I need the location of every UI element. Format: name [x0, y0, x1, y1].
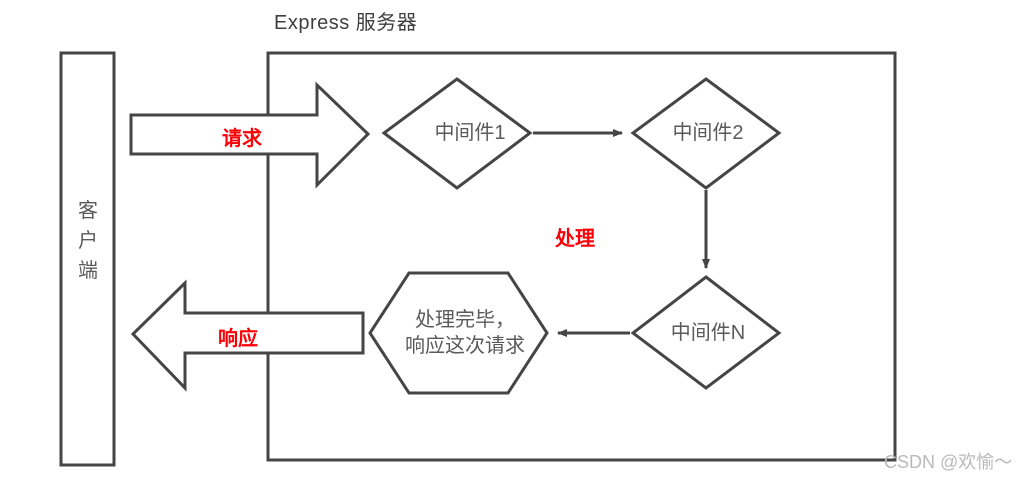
node-mid2-shape: [630, 77, 782, 190]
express-server-container: [266, 51, 897, 462]
response-arrow-shape: [130, 279, 365, 392]
request-arrow-shape: [129, 81, 371, 189]
client-box-label: 客 户 端: [78, 200, 98, 282]
client-box-shape: [59, 51, 116, 467]
process-label: 处理: [555, 228, 595, 250]
page-title: Express 服务器: [274, 12, 418, 34]
response-arrow-label: 响应: [218, 328, 258, 350]
node-midn-shape: [630, 275, 782, 390]
node-hex-shape: [368, 271, 549, 395]
node-mid1-shape: [381, 77, 533, 190]
watermark: CSDN @欢愉～: [884, 452, 1013, 472]
request-arrow-label: 请求: [222, 128, 262, 150]
